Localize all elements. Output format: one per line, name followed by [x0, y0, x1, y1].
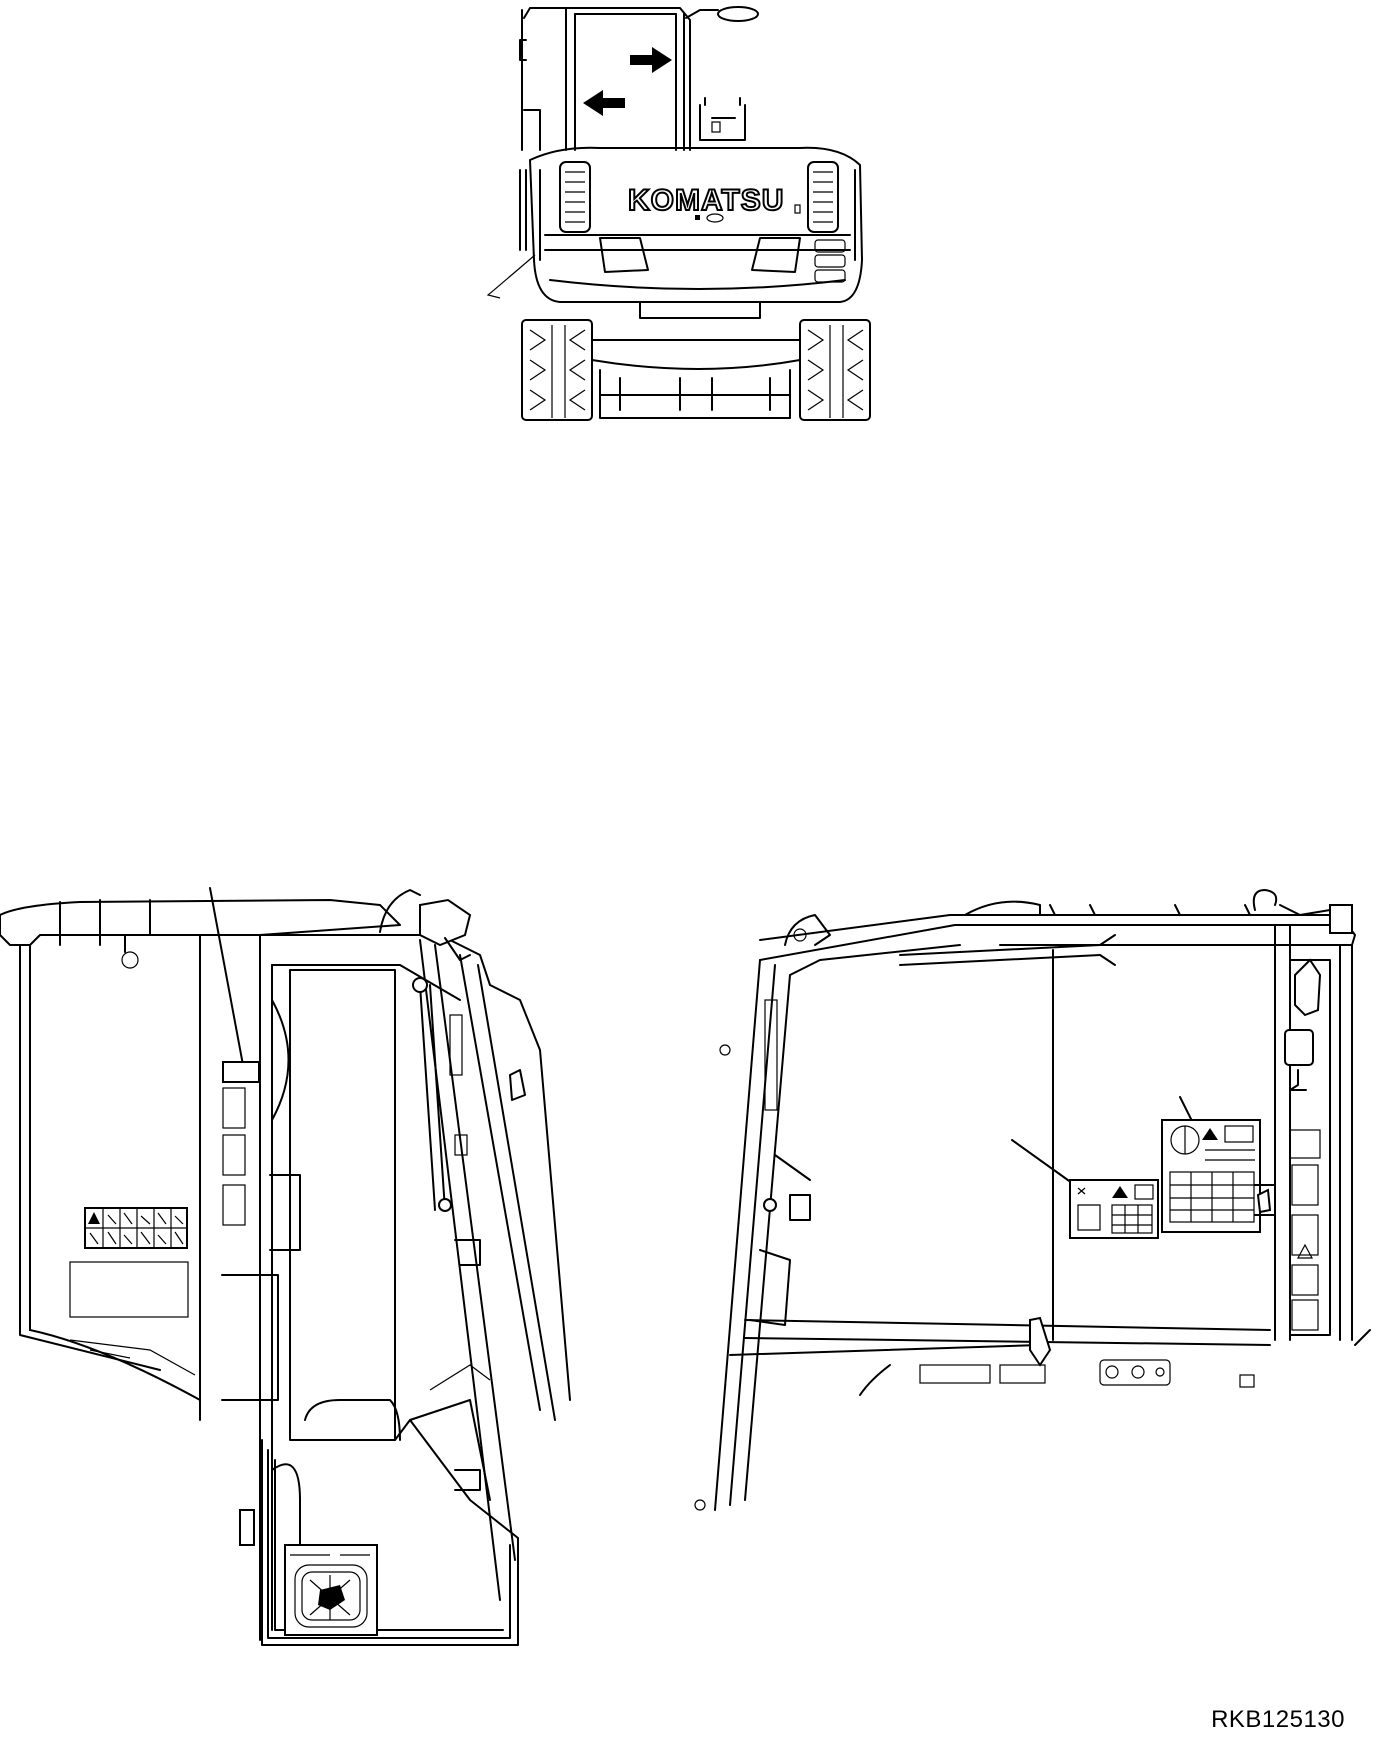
cab-right-view	[694, 889, 1371, 1511]
left-grille	[559, 161, 591, 233]
rear-undercarriage	[521, 319, 871, 421]
right-cab-front-pillar	[714, 959, 791, 1511]
brand-logo: KOMATSU	[628, 184, 784, 217]
mirror-arm	[685, 9, 719, 19]
right-track	[799, 319, 871, 421]
arrow-left-icon	[583, 90, 625, 116]
drawing-code-label: RKB125130	[1211, 1706, 1345, 1733]
leader-line-right-a	[1011, 1139, 1073, 1184]
label-plate-top	[222, 1061, 260, 1083]
rear-mirror	[717, 6, 759, 22]
left-track	[521, 319, 593, 421]
rear-counterweight: KOMATSU	[486, 146, 863, 319]
cab-left-view	[0, 887, 571, 1646]
left-view-mirror	[419, 898, 472, 947]
right-cab-roof	[759, 914, 1356, 946]
arrow-right-icon	[630, 47, 672, 73]
safety-sticker	[84, 1207, 188, 1249]
rear-view-machine: KOMATSU	[486, 6, 871, 421]
operator-diagram-sticker	[284, 1544, 378, 1636]
door-latch	[239, 1509, 255, 1546]
lever-pattern-sticker	[1161, 1119, 1261, 1233]
leader-line-left	[209, 887, 244, 1066]
rear-cab-frame	[519, 6, 759, 151]
warning-triangle-icon	[1296, 1243, 1314, 1259]
left-cab-rear-wall	[19, 944, 161, 1371]
warning-triangle-icon	[88, 1212, 100, 1224]
control-pattern-sticker	[1069, 1179, 1159, 1239]
right-grille	[807, 161, 839, 233]
right-seat-belt-retractor	[1294, 958, 1322, 1017]
